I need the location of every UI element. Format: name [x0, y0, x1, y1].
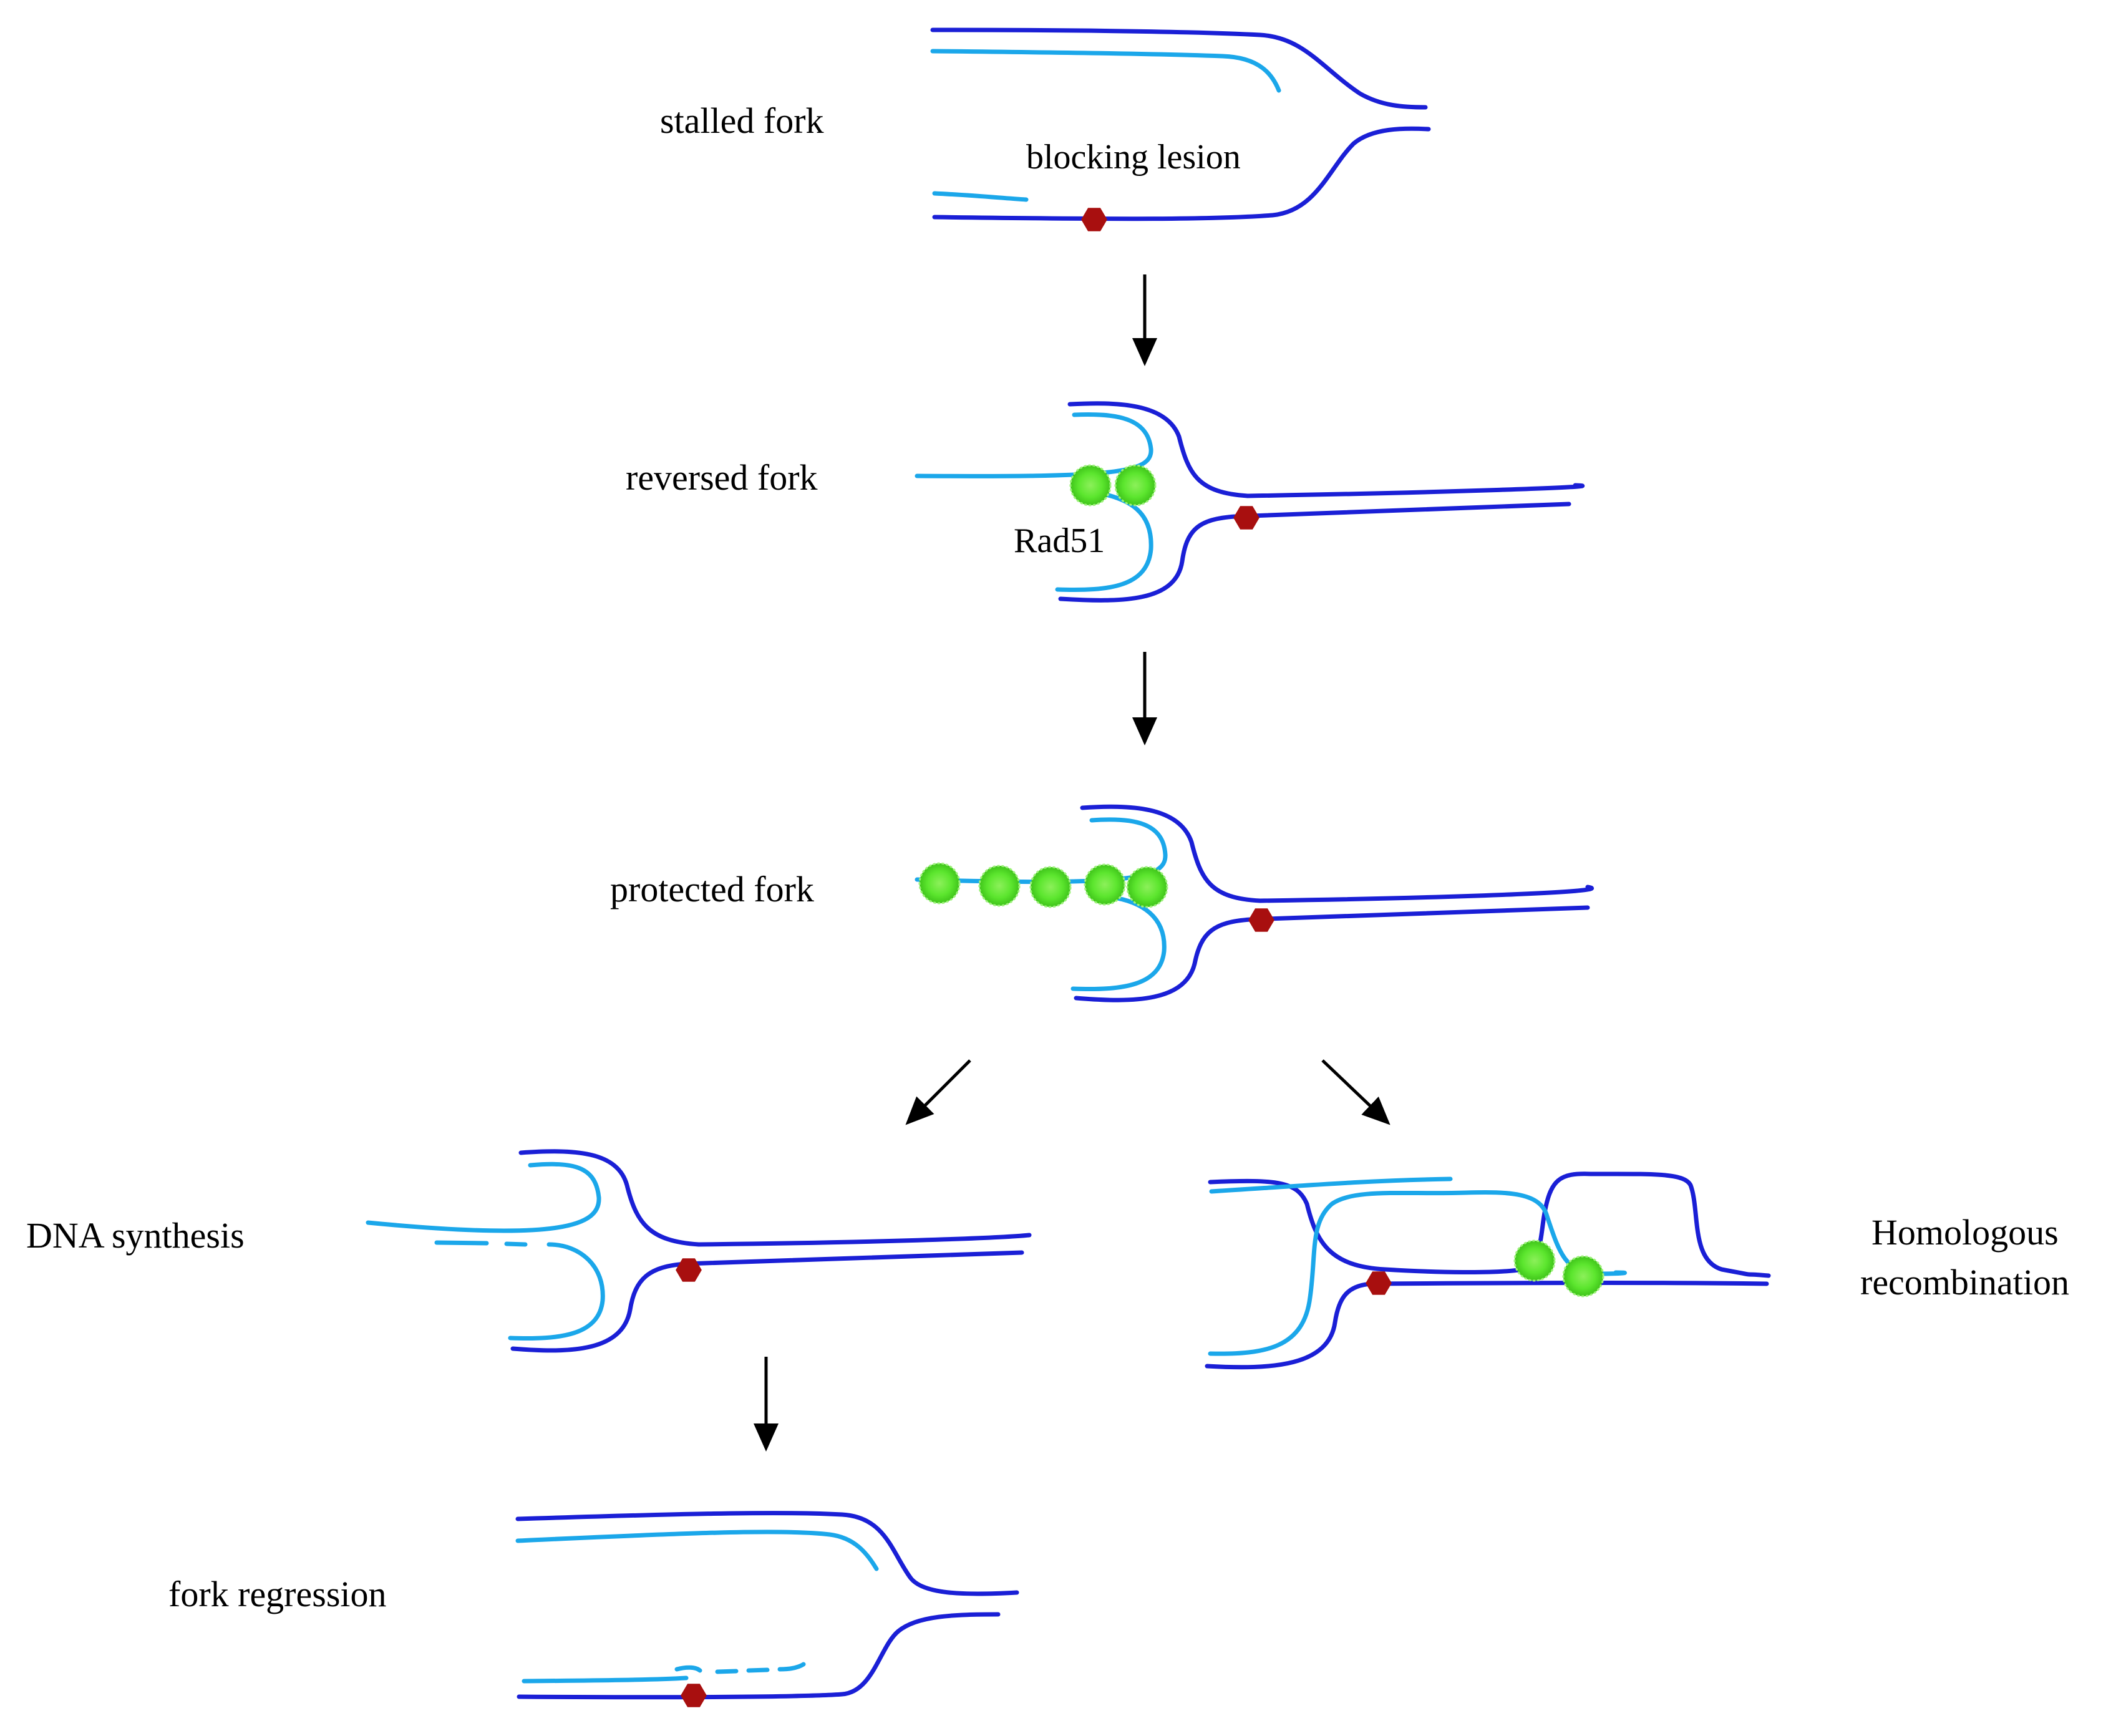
rad51-icon — [1513, 1239, 1556, 1282]
rad51-icon — [1114, 464, 1157, 507]
parental-strand-top — [1080, 804, 1594, 903]
homologous-recombination-group: Homologous recombination — [1205, 1171, 2069, 1370]
rad51-icon — [978, 865, 1021, 907]
protected-fork-label: protected fork — [610, 869, 814, 909]
parental-strand-invading — [1208, 1171, 1771, 1278]
rad51-icon — [1126, 866, 1168, 908]
parental-strand-bottom — [510, 1250, 1024, 1353]
parental-strand-top — [1067, 401, 1585, 498]
fork-regression-group: fork regression — [168, 1511, 1019, 1707]
parental-strand-bottom — [1205, 1281, 1769, 1370]
lesion-icon — [681, 1684, 707, 1707]
rad51-icon — [1029, 866, 1072, 908]
dna-synthesis-label: DNA synthesis — [26, 1215, 245, 1256]
nascent-strand-bottom — [1070, 895, 1167, 992]
rad51-icon — [1562, 1255, 1604, 1297]
parental-strand-bottom — [1074, 905, 1590, 1002]
rad51-icon — [1069, 464, 1112, 507]
arrow-down-left-icon — [905, 1059, 971, 1125]
blocking-lesion-label: blocking lesion — [1026, 138, 1241, 177]
parental-strand-bottom — [517, 1612, 1001, 1700]
protected-fork-group: protected fork — [610, 804, 1594, 1002]
reversed-fork-group: reversed fork Rad51 — [626, 401, 1585, 603]
reversed-fork-label: reversed fork — [626, 457, 818, 498]
parental-strand-bottom — [1058, 502, 1571, 603]
nascent-strand-bottom — [508, 1242, 605, 1341]
rad51-icon — [918, 862, 961, 904]
nascent-strand-synthesized — [674, 1662, 806, 1674]
homologous-label-line2: recombination — [1860, 1262, 2069, 1302]
nascent-strand-top — [930, 49, 1281, 93]
nascent-strand-top — [515, 1530, 879, 1571]
stalled-fork-group: stalled fork blocking lesion — [660, 27, 1431, 231]
rad51-icon — [1084, 863, 1126, 906]
lesion-icon — [1081, 208, 1107, 231]
fork-regression-label: fork regression — [168, 1574, 387, 1614]
nascent-strand-synthesized — [434, 1240, 528, 1247]
parental-strand-top — [930, 27, 1428, 110]
nascent-strand-bottom — [522, 1675, 689, 1684]
rad51-label: Rad51 — [1014, 521, 1105, 560]
lesion-icon — [1248, 908, 1274, 932]
nascent-strand-top — [915, 412, 1153, 478]
nascent-strand-bottom — [932, 191, 1029, 202]
arrow-down-right-icon — [1321, 1059, 1391, 1125]
parental-strand-top — [518, 1149, 1032, 1247]
lesion-icon — [1366, 1271, 1392, 1295]
lesion-icon — [1233, 506, 1260, 530]
nascent-strand-top — [1209, 1176, 1453, 1194]
parental-strand-top — [515, 1511, 1019, 1596]
homologous-label-line1: Homologous — [1871, 1212, 2059, 1253]
nascent-strand-top — [366, 1161, 601, 1233]
stalled-fork-label: stalled fork — [660, 100, 824, 141]
dna-synthesis-group: DNA synthesis — [26, 1149, 1032, 1353]
